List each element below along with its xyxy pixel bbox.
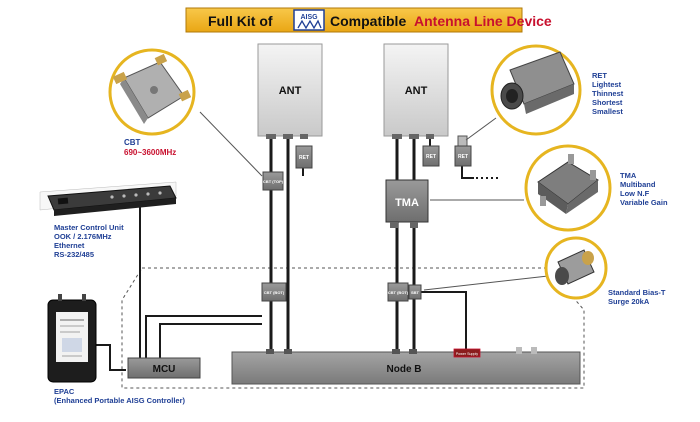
callout-mcu-line-1: Master Control Unit — [54, 223, 124, 232]
sbt-module[interactable]: SBT — [408, 284, 422, 300]
ret-module-right[interactable]: RET — [454, 135, 472, 167]
mcu-label: MCU — [153, 364, 176, 375]
power-supply-label: Power Supply — [456, 352, 478, 356]
tma-unit-icon — [537, 154, 599, 214]
callout-cbt: CBT 690~3600MHz — [108, 48, 263, 177]
callout-mcu-line-4: RS-232/485 — [54, 250, 94, 259]
callout-tma: TMA Multiband Low N.F Variable Gain — [430, 144, 668, 232]
cbt-splitter-icon — [112, 53, 192, 124]
cbt-upper-label: CBT (TOP) — [263, 179, 284, 184]
cables — [269, 136, 474, 354]
callout-ret-line-3: Thinnest — [592, 89, 624, 98]
nodeb-unit[interactable]: Node B Power Supply — [231, 347, 581, 385]
callout-tma-line-2: Multiband — [620, 180, 656, 189]
power-supply-port: Power Supply — [453, 348, 481, 358]
ret-mid-label: RET — [426, 154, 436, 160]
cbt-module-lower-right[interactable]: CBT (BOT) — [387, 282, 409, 302]
callout-ret-line-1: RET — [592, 71, 607, 80]
callout-epac-line-2: (Enhanced Portable AISG Controller) — [54, 396, 185, 405]
callout-tma-line-3: Low N.F — [620, 189, 650, 198]
aisg-logo: AISG — [293, 9, 325, 31]
title-banner: Full Kit of AISG Compatible Antenna Line… — [185, 7, 552, 33]
callout-mcu-line-3: Ethernet — [54, 241, 85, 250]
ret-left-label: RET — [299, 155, 309, 161]
epac-handheld-icon — [47, 294, 97, 383]
callout-biast: Standard Bias-T Surge 20kA — [423, 236, 666, 306]
bias-t-icon — [555, 249, 595, 285]
callout-tma-line-4: Variable Gain — [620, 198, 668, 207]
callout-ret: RET Lightest Thinnest Shortest Smallest — [465, 44, 624, 141]
callout-epac-line-1: EPAC — [54, 387, 75, 396]
nodeb-label: Node B — [387, 364, 422, 375]
antenna-left-label: ANT — [279, 85, 302, 97]
antenna-right[interactable]: ANT — [383, 43, 449, 139]
sbt-label: SBT — [411, 290, 420, 295]
cbt-lower-right-label: CBT (BOT) — [388, 290, 409, 295]
mcu-unit[interactable]: MCU — [127, 357, 201, 379]
ret-module-mid[interactable]: RET — [422, 145, 440, 167]
master-control-rack-icon — [47, 185, 177, 216]
callout-cbt-spec: 690~3600MHz — [124, 148, 176, 157]
cbt-lower-left-label: CBT (BOT) — [264, 290, 285, 295]
tma-label: TMA — [395, 197, 419, 209]
antenna-right-label: ANT — [405, 85, 428, 97]
title-middle: Compatible — [330, 13, 406, 29]
callout-epac: EPAC (Enhanced Portable AISG Controller) — [47, 294, 185, 405]
callout-biast-line-2: Surge 20kA — [608, 297, 650, 306]
aisg-logo-text: AISG — [300, 14, 318, 21]
cbt-module-upper[interactable]: CBT (TOP) — [262, 171, 284, 191]
callout-ret-line-4: Shortest — [592, 98, 623, 107]
title-prefix: Full Kit of — [208, 13, 273, 29]
title-highlight: Antenna Line Device — [414, 13, 552, 29]
tma-module[interactable]: TMA — [385, 179, 429, 228]
ret-actuator-icon — [500, 51, 575, 114]
cbt-module-lower-left[interactable]: CBT (BOT) — [261, 282, 287, 302]
callout-ret-line-5: Smallest — [592, 107, 623, 116]
callout-tma-line-1: TMA — [620, 171, 637, 180]
callout-cbt-name: CBT — [124, 138, 141, 147]
callout-biast-line-1: Standard Bias-T — [608, 288, 666, 297]
control-cables — [96, 177, 500, 371]
antenna-left[interactable]: ANT — [257, 43, 323, 139]
callout-mcu-line-2: OOK / 2.176MHz — [54, 232, 112, 241]
ret-module-left[interactable]: RET — [295, 145, 313, 169]
callout-ret-line-2: Lightest — [592, 80, 622, 89]
ret-right-label: RET — [458, 154, 468, 160]
callout-mcu: Master Control Unit OOK / 2.176MHz Ether… — [39, 181, 177, 259]
